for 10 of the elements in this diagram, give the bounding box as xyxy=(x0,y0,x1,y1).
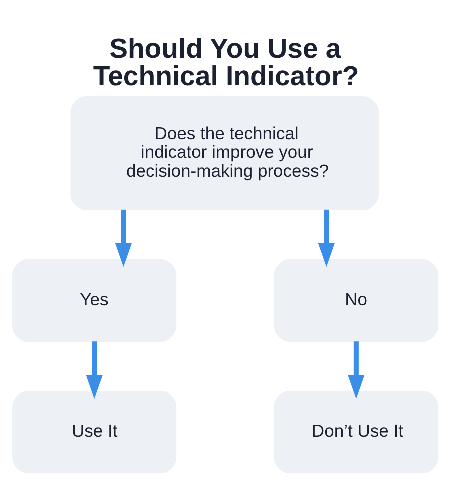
arrow xyxy=(318,209,336,267)
node-box: Use It xyxy=(12,390,177,474)
node-box: Does the technical indicator improve your decision-making process? xyxy=(70,96,379,210)
arrow xyxy=(115,209,132,267)
node-box: Don’t Use It xyxy=(274,390,438,474)
arrow xyxy=(86,341,103,398)
node-box: No xyxy=(274,258,438,342)
diagram-title: Should You Use a Technical Indicator? xyxy=(93,32,360,91)
arrow xyxy=(348,341,365,398)
node-box: Yes xyxy=(12,258,177,342)
